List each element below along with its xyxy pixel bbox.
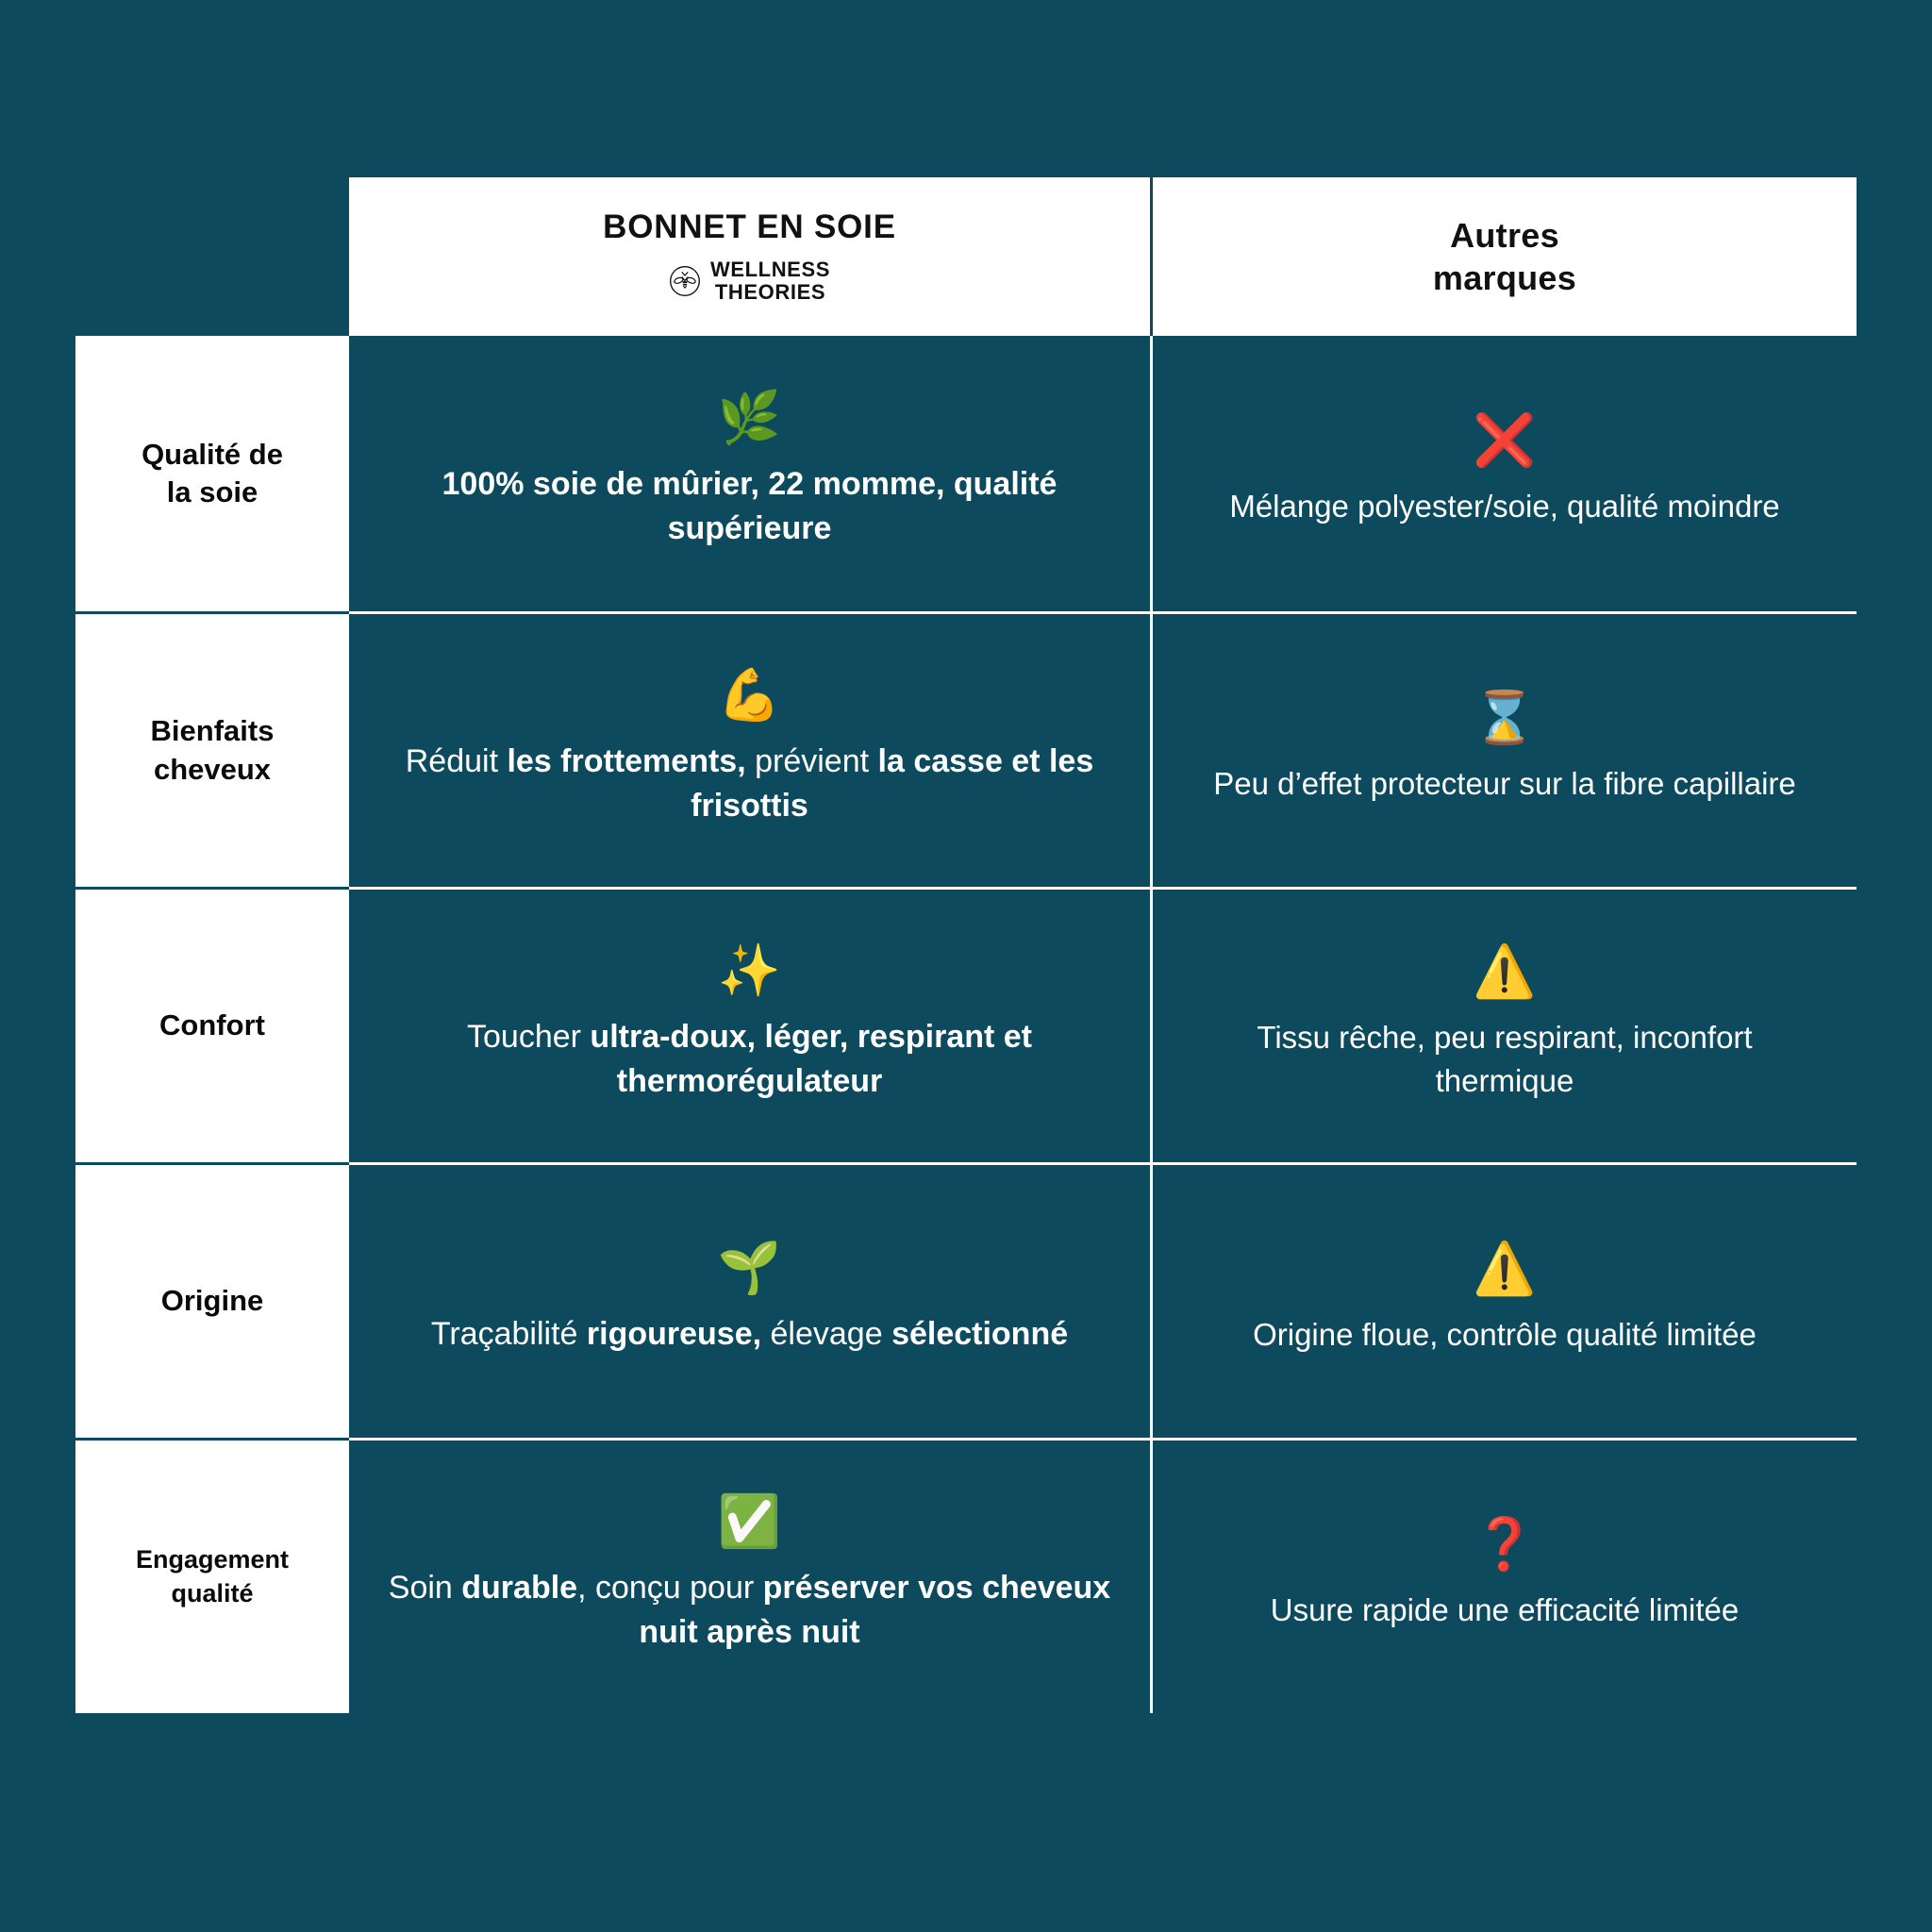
row-label-line-1: Confort [159, 1008, 265, 1042]
header-other-line-2: marques [1432, 258, 1577, 297]
seedling-emoji: 🌱 [717, 1240, 782, 1297]
row-label-qualite-de-la-soie: Qualité de la soie [75, 336, 349, 611]
flexed-biceps-emoji: 💪 [717, 666, 782, 724]
cell-ours-confort: ✨ Toucher ultra-doux, léger, respirant e… [349, 887, 1153, 1162]
header-other-line-1: Autres [1450, 216, 1559, 255]
red-question-mark-emoji: ❓ [1473, 1515, 1537, 1573]
brand-lockup: WELLNESS THEORIES [669, 258, 830, 305]
brand-name-line-1: WELLNESS [709, 257, 831, 281]
row-label-bienfaits-cheveux: Bienfaits cheveux [75, 611, 349, 887]
warning-sign-emoji: ⚠️ [1473, 942, 1537, 1000]
comparison-table: BONNET EN SOIE WELLNESS [75, 177, 1857, 1713]
header-other-brands-title: Autres marques [1433, 214, 1576, 299]
herb-leaf-emoji: 🌿 [717, 390, 782, 447]
red-cross-mark-emoji: ❌ [1473, 412, 1537, 470]
row-label-line-2: qualité [171, 1578, 254, 1607]
header-other-brands: Autres marques [1153, 177, 1857, 336]
row-label-line-1: Engagement [135, 1545, 290, 1574]
cell-ours-text-1: Réduit les frottements, prévient la cass… [405, 742, 1094, 824]
bee-in-circle-icon [669, 265, 701, 297]
cell-ours-text-2: Toucher ultra-doux, léger, respirant et … [467, 1018, 1032, 1099]
cell-ours-text-3: Traçabilité rigoureuse, élevage sélectio… [430, 1316, 1069, 1353]
header-product-title: BONNET EN SOIE [603, 208, 896, 246]
header-corner-spacer [75, 177, 349, 336]
sparkles-emoji: ✨ [717, 941, 782, 999]
hourglass-done-emoji: ⌛ [1473, 689, 1537, 746]
cell-theirs-qualite-de-la-soie: ❌ Mélange polyester/soie, qualité moindr… [1153, 336, 1857, 611]
row-label-line-1: Bienfaits [150, 714, 275, 748]
cell-theirs-engagement-qualite: ❓ Usure rapide une efficacité limitée [1153, 1438, 1857, 1713]
cell-theirs-text-2: Tissu rêche, peu respirant, inconfort th… [1257, 1019, 1753, 1098]
cell-theirs-confort: ⚠️ Tissu rêche, peu respirant, inconfort… [1153, 887, 1857, 1162]
cell-theirs-text-0: Mélange polyester/soie, qualité moindre [1229, 489, 1780, 525]
cell-theirs-text-4: Usure rapide une efficacité limitée [1270, 1591, 1740, 1627]
cell-ours-origine: 🌱 Traçabilité rigoureuse, élevage sélect… [349, 1162, 1153, 1438]
cell-theirs-origine: ⚠️ Origine floue, contrôle qualité limit… [1153, 1162, 1857, 1438]
brand-name: WELLNESS THEORIES [710, 258, 830, 305]
cell-ours-engagement-qualite: ✅ Soin durable, conçu pour préserver vos… [349, 1438, 1153, 1713]
cell-ours-text-0: 100% soie de mûrier, 22 momme, qualité s… [441, 466, 1058, 546]
row-label-line-2: cheveux [153, 752, 272, 786]
row-label-line-1: Qualité de [142, 437, 283, 471]
cell-theirs-text-3: Origine floue, contrôle qualité limitée [1253, 1316, 1757, 1352]
row-label-engagement-qualite: Engagement qualité [75, 1438, 349, 1713]
cell-theirs-text-1: Peu d’effet protecteur sur la fibre capi… [1213, 765, 1796, 801]
row-label-origine: Origine [75, 1162, 349, 1438]
cell-ours-text-4: Soin durable, conçu pour préserver vos c… [388, 1569, 1111, 1650]
cell-theirs-bienfaits-cheveux: ⌛ Peu d’effet protecteur sur la fibre ca… [1153, 611, 1857, 887]
header-our-product: BONNET EN SOIE WELLNESS [349, 177, 1153, 336]
row-label-line-1: Origine [160, 1284, 264, 1318]
warning-sign-emoji: ⚠️ [1473, 1240, 1537, 1297]
white-check-mark-emoji: ✅ [717, 1492, 782, 1550]
brand-name-line-2: THEORIES [714, 280, 826, 305]
row-label-confort: Confort [75, 887, 349, 1162]
row-label-line-2: la soie [166, 475, 258, 508]
cell-ours-bienfaits-cheveux: 💪 Réduit les frottements, prévient la ca… [349, 611, 1153, 887]
cell-ours-qualite-de-la-soie: 🌿 100% soie de mûrier, 22 momme, qualité… [349, 336, 1153, 611]
